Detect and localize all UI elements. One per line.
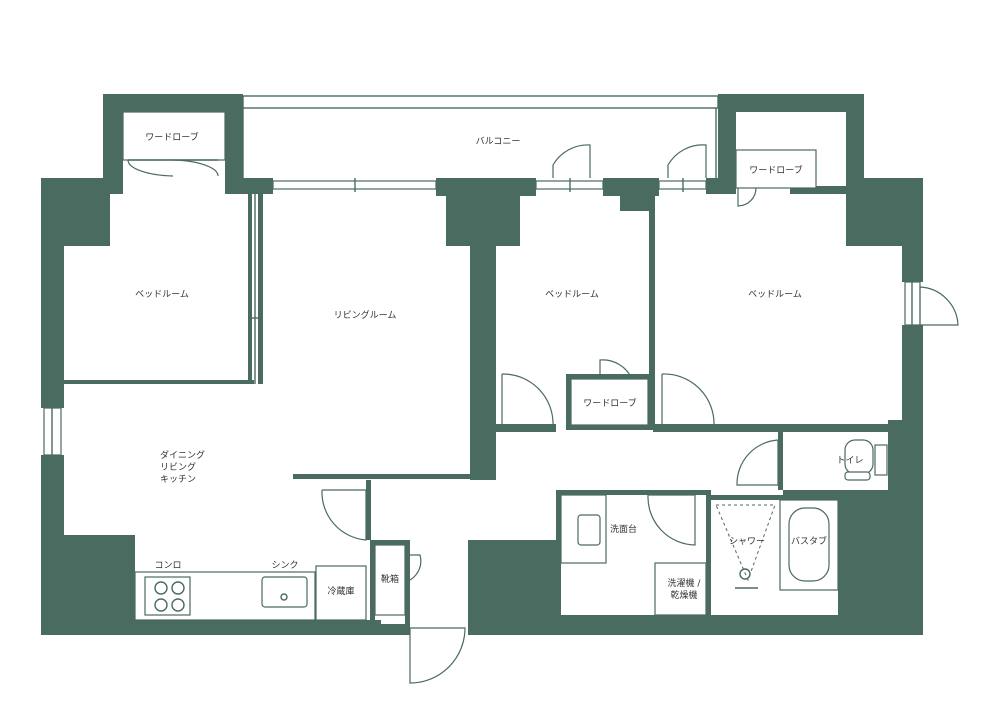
- bedroom-right-label: ベッドルーム: [748, 289, 802, 300]
- balcony-label: バルコニー: [476, 136, 521, 147]
- interior-partitions: [64, 194, 903, 624]
- fridge-label: 冷蔵庫: [327, 585, 354, 597]
- dlk-label-line3: キッチン: [160, 474, 196, 485]
- balcony: [43, 95, 921, 456]
- wardrobe-center: [570, 359, 649, 426]
- washer-label-line1: 洗濯機 /: [668, 577, 702, 589]
- vanity-label: 洗面台: [610, 523, 637, 535]
- shoe-box-label: 靴箱: [381, 573, 399, 585]
- sink-label: シンク: [271, 560, 298, 571]
- room-labels: バルコニー ワードローブ ワードローブ ワードローブ ベッドルーム リビングルー…: [135, 131, 863, 601]
- exterior-walls: [41, 94, 923, 635]
- bath-fixtures: [560, 439, 888, 616]
- kitchen-counter: [134, 544, 406, 621]
- wardrobe-right-label: ワードローブ: [749, 164, 802, 176]
- living-room-label: リビングルーム: [334, 309, 397, 321]
- wardrobe-center-label: ワードローブ: [583, 397, 636, 409]
- dlk-label-line2: リビング: [160, 461, 196, 473]
- stove-label: コンロ: [154, 561, 181, 571]
- shower-label: シャワー: [729, 537, 765, 547]
- wardrobe-right: [735, 149, 817, 207]
- wardrobe-left: [122, 111, 226, 177]
- toilet-label: トイレ: [836, 456, 863, 466]
- bedroom-center-label: ベッドルーム: [545, 289, 599, 300]
- bedroom-left-label: ベッドルーム: [135, 289, 189, 300]
- wardrobe-left-label: ワードローブ: [145, 131, 198, 143]
- doors: [321, 144, 959, 684]
- bathtub-label: バスタブ: [791, 535, 827, 547]
- washer-label-line2: 乾燥機: [670, 589, 697, 601]
- dlk-label-line1: ダイニング: [160, 449, 205, 461]
